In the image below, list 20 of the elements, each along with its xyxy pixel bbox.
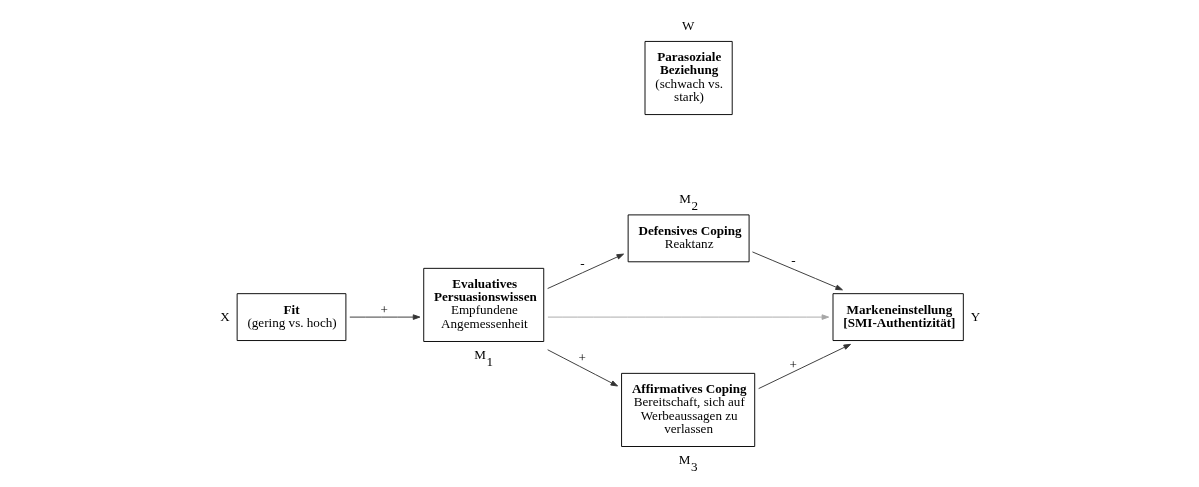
edge-label: +: [788, 356, 797, 372]
node-box: Affirmatives Coping Bereitschaft, sich auf Werbeaussagen zu verlassen: [620, 372, 755, 447]
edge-label: -: [790, 252, 796, 268]
arrow: [546, 253, 624, 289]
arrow: [546, 349, 618, 387]
arrow: [751, 251, 843, 291]
node-box: Parasoziale Beziehung (schwach vs. stark): [644, 40, 733, 116]
arrow: [546, 314, 829, 320]
edge-label: -: [579, 255, 585, 271]
node-box: Defensives Coping Reaktanz: [627, 214, 750, 263]
arrow: [348, 314, 420, 320]
node-label: Y: [970, 308, 980, 324]
edge-label: +: [577, 350, 586, 366]
node-label: W: [681, 18, 694, 34]
node-label: X: [219, 308, 230, 324]
edge-label: +: [380, 301, 388, 317]
node-box: Evaluatives Persuasionswissen Empfundene Angemessenheit: [422, 267, 544, 342]
node-box: Fit (gering vs. hoch): [236, 293, 346, 342]
node-box: Markeneinstellung [SMI-Authentizität]: [832, 293, 964, 342]
arrow: [757, 343, 851, 390]
